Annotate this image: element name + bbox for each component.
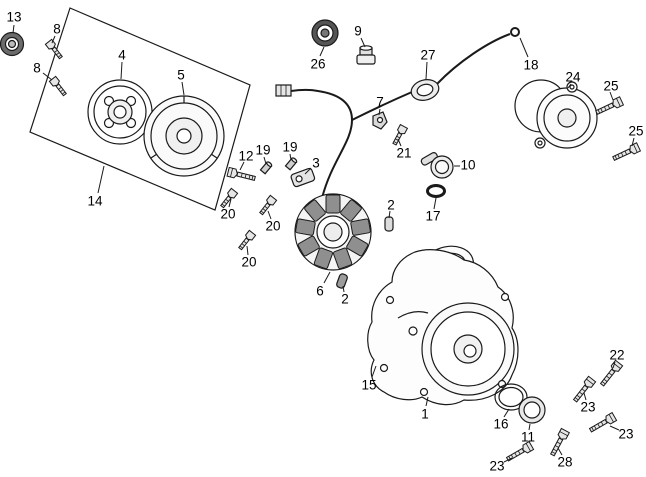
part-flywheel-rotor [143,95,225,177]
bolt-12 [226,166,257,184]
leader-line-19 [263,156,267,165]
part-wire-harness [275,27,520,199]
leader-line-16 [503,408,510,418]
wire-terminal-eyelet [510,27,520,37]
part-side-cover-cap [514,79,598,149]
leader-line-21 [397,138,402,147]
leader-line-20 [228,198,232,208]
bolt-20-c [236,229,257,252]
part-wire-clip [372,111,388,130]
part-crankcase-cover [367,245,519,406]
part-pin-19-b [284,157,298,171]
bolt-23-a [571,375,597,405]
leader-line-4 [120,61,123,80]
leader-line-19 [289,153,292,161]
leader-line-1 [425,396,429,407]
leader-line-20 [246,245,249,256]
leader-line-12 [239,161,245,171]
leader-line-2 [342,285,345,293]
bolt-25-b [611,142,642,164]
leader-line-8 [51,35,56,44]
bolt-25-a [594,96,625,118]
leader-line-3 [304,167,312,175]
leader-line-25 [609,91,614,101]
leader-line-14 [97,165,105,194]
part-stator [294,193,372,271]
leader-line-25 [631,137,635,147]
part-pickup-coil [410,79,440,101]
leader-line-15 [371,365,377,378]
leader-line-22 [612,361,616,369]
part-dowel-2-a [384,216,394,232]
part-pin-19-a [259,161,273,175]
part-grommet [356,45,376,65]
part-flywheel-hub [87,79,153,145]
part-gasket-ring [494,383,528,411]
bolt-8-b [48,75,69,98]
leader-line-6 [323,271,331,284]
part-bearing [311,19,339,47]
part-wire-clamp [290,167,316,188]
part-oil-filler-cap [420,152,454,179]
leader-line-23 [503,457,513,463]
leader-line-23 [583,392,587,401]
part-oil-seal [0,31,25,57]
leader-line-8 [42,72,53,81]
bolt-20-b [257,194,278,217]
leader-line-13 [12,24,15,34]
part-dowel-2-b [336,273,348,289]
leader-line-17 [433,197,437,210]
bolt-28 [547,427,570,458]
bolt-22 [598,359,624,389]
part-o-ring [426,184,446,198]
leader-line-11 [528,423,531,431]
leader-line-28 [557,447,563,456]
leader-line-27 [425,61,428,80]
leader-line-20 [267,210,272,220]
leader-line-5 [181,81,185,96]
leader-line-9 [360,37,366,48]
leader-line-23 [609,425,620,431]
leader-line-2 [388,210,391,219]
leader-lines [12,24,635,463]
part-round-cap [518,396,546,424]
leader-line-24 [567,83,572,89]
leader-line-26 [319,46,325,57]
bolt-23-b [587,412,618,435]
part-panel-outline [29,7,251,211]
bolt-20-a [218,187,239,210]
wire-connector-plug [275,84,292,97]
bolt-23-c [504,441,535,464]
leader-line-7 [378,108,381,116]
leader-line-18 [519,37,529,58]
